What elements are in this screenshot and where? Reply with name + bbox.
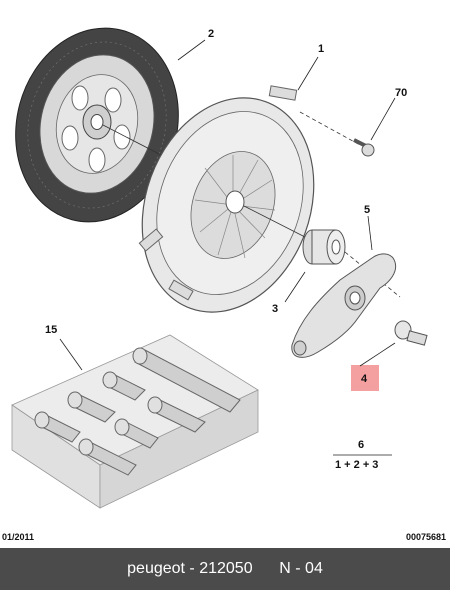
release-bearing [302,229,346,265]
callout-2: 2 [208,28,214,40]
caption-position: N - 04 [279,560,323,577]
kit-number: 6 [358,439,364,451]
leader-lines [59,39,396,371]
callout-4: 4 [361,373,368,385]
kit-formula: 1 + 2 + 3 [335,459,378,471]
callout-1: 1 [318,43,324,55]
exploded-diagram: 1 2 3 4 5 15 70 6 1 + 2 + 3 [11,27,428,509]
release-fork [291,253,397,358]
callout-5: 5 [364,204,370,216]
tool-kit [11,334,259,509]
date-code: 01/2011 [2,532,35,542]
caption-bar: peugeot - 212050 N - 04 [0,548,450,590]
caption-separator: - [184,560,200,577]
callout-3: 3 [272,303,278,315]
pressure-plate [138,85,315,313]
reference-code: 00075681 [405,532,446,542]
highlight-box-4 [351,365,379,391]
caption-part-number: 212050 [199,560,253,577]
pivot-bolt [394,320,428,346]
screw [353,138,375,157]
callout-15: 15 [45,324,57,336]
caption-brand: peugeot [127,560,185,577]
caption-gap [253,560,280,578]
clutch-disc [15,27,179,223]
callout-70: 70 [395,87,407,99]
